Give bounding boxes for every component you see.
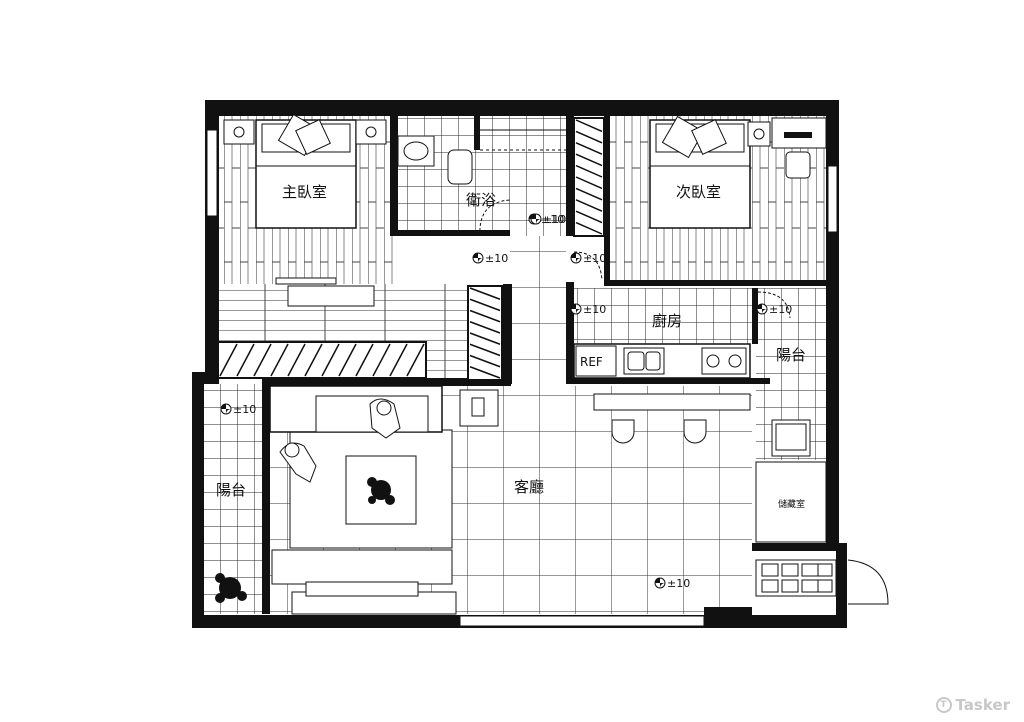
elevation-label: ±10 xyxy=(541,213,564,226)
wardrobe-corridor xyxy=(217,341,427,379)
wall-bath-bottom xyxy=(398,230,510,236)
elevation-label: ±10 xyxy=(485,252,508,265)
elevation-marker: ±10 xyxy=(756,303,792,316)
wall-kitchen-bottom xyxy=(566,378,770,384)
elevation-marker: ±10 xyxy=(220,403,256,416)
master-nightstand-left xyxy=(223,119,255,145)
wall-kitchen-top xyxy=(606,280,826,286)
elevation-marker: ±10 xyxy=(570,252,606,265)
wall-storage-right xyxy=(836,543,847,628)
hanger-lines xyxy=(219,343,425,377)
hanger-lines xyxy=(575,119,603,235)
watermark: T Tasker xyxy=(935,696,1011,714)
wall-left-lower xyxy=(192,372,204,628)
elevation-markers: ±10±10±10±10±10±10±10±10 xyxy=(220,213,792,590)
wardrobe-second-room xyxy=(573,117,605,237)
elevation-marker: ±10 xyxy=(570,303,606,316)
hanger-lines xyxy=(469,287,501,379)
breakfast-bar xyxy=(593,393,751,444)
washer xyxy=(771,419,811,457)
windows xyxy=(206,129,838,627)
second-bed xyxy=(649,115,751,229)
walls xyxy=(192,100,847,628)
plant-balcony xyxy=(215,573,247,603)
door-kitchen xyxy=(573,251,603,281)
label-kitchen: 廚房 xyxy=(652,312,682,330)
elevation-marker: ±10 xyxy=(472,252,508,265)
room-labels: 主臥室 次臥室 衛浴 廚房 陽台 陽台 客廳 儲藏室 REF xyxy=(216,183,806,510)
elevation-marker: ±10 xyxy=(530,213,566,226)
tasker-logo-icon: T xyxy=(935,697,952,713)
bathroom-fixtures xyxy=(397,129,566,185)
hall-floor xyxy=(510,236,566,386)
label-second-bedroom: 次臥室 xyxy=(676,183,721,201)
label-balcony-left: 陽台 xyxy=(216,481,246,499)
door-entry xyxy=(847,559,889,605)
label-master-bedroom: 主臥室 xyxy=(282,183,327,201)
kitchen-floor xyxy=(570,288,754,348)
elevation-label: ±10 xyxy=(233,403,256,416)
coffee-table xyxy=(345,455,417,525)
elevation-label: ±10 xyxy=(543,213,566,226)
wall-left-balcony-inner xyxy=(262,378,270,614)
fridge xyxy=(575,345,617,377)
door-balcony xyxy=(757,291,791,319)
elevation-label: ±10 xyxy=(667,577,690,590)
window-bottom xyxy=(459,615,705,627)
desk xyxy=(771,117,827,179)
plant-center xyxy=(367,477,395,505)
door-bath xyxy=(479,199,511,237)
wall-kitchen-left xyxy=(566,282,574,384)
wall-second-left xyxy=(604,116,610,286)
elevation-label: ±10 xyxy=(583,252,606,265)
wall-bath-right xyxy=(566,116,574,236)
wall-balcony-div xyxy=(752,288,758,344)
elevation-marker: ±10 xyxy=(654,577,690,590)
shoe-cabinet xyxy=(755,559,837,597)
stove xyxy=(701,347,747,375)
brand-name: Tasker xyxy=(955,696,1011,714)
label-bathroom: 衛浴 xyxy=(466,191,496,209)
wall-bath-left xyxy=(390,116,398,236)
living-room-furniture xyxy=(215,385,499,615)
doors xyxy=(479,199,889,605)
label-fridge: REF xyxy=(580,355,603,369)
wardrobe-corridor-right xyxy=(467,285,503,381)
elevation-label: ±10 xyxy=(769,303,792,316)
wall-living-top xyxy=(263,378,511,386)
wall-corridor-right xyxy=(503,284,512,384)
storage-room xyxy=(755,461,827,543)
window-right-second xyxy=(827,165,838,233)
wall-bath-mid xyxy=(474,116,480,150)
wall-top xyxy=(205,100,839,116)
tv-cabinet xyxy=(271,549,453,585)
wall-storage-top xyxy=(752,543,847,551)
wall-right-bottom xyxy=(704,607,752,615)
kitchen-counter xyxy=(573,343,751,379)
second-nightstand xyxy=(747,121,771,147)
label-storage: 儲藏室 xyxy=(778,498,805,510)
elevation-label: ±10 xyxy=(583,303,606,316)
left-balcony-floor xyxy=(203,384,263,614)
master-bed xyxy=(255,113,357,229)
label-living-room: 客廳 xyxy=(514,478,544,496)
wardrobe-hangers xyxy=(219,119,603,379)
wall-left-step xyxy=(192,372,219,384)
dresser xyxy=(275,277,375,307)
window-left-master xyxy=(206,129,218,217)
master-nightstand-right xyxy=(355,119,387,145)
label-balcony-right: 陽台 xyxy=(776,346,806,364)
